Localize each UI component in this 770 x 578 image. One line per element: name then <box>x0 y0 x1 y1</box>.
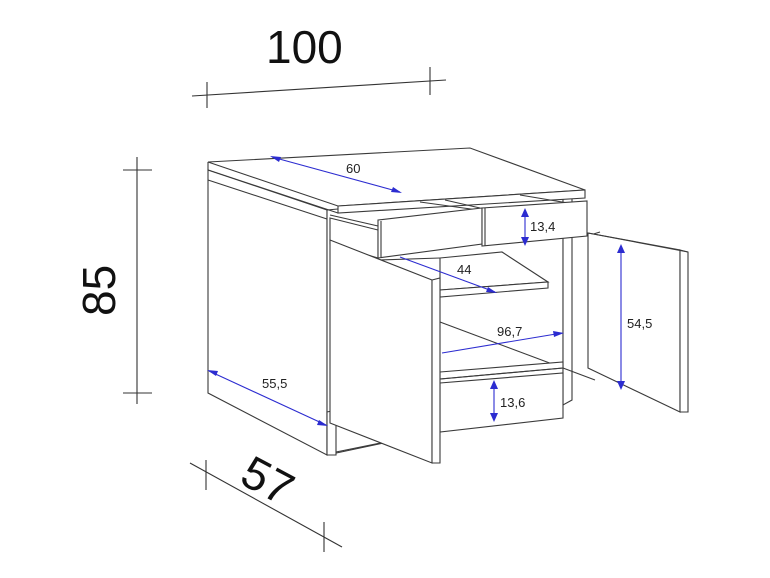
drawer-height-label: 13,4 <box>530 219 556 234</box>
dim-arrow-plinth-height <box>490 380 498 422</box>
shelf-depth-label: 44 <box>457 262 472 277</box>
inner-width-label: 96,7 <box>497 324 523 339</box>
door-left <box>329 239 441 464</box>
door-right <box>587 232 689 413</box>
dim-arrow-inner-width <box>441 331 564 354</box>
dim-arrow-door-height <box>617 244 625 390</box>
dim-arrow-worktop-depth <box>270 156 402 193</box>
worktop-depth-label: 60 <box>346 161 361 176</box>
width-dimension-line <box>191 67 447 108</box>
width-label: 100 <box>266 21 343 73</box>
side-depth-label: 55,5 <box>262 376 288 391</box>
height-label: 85 <box>73 264 125 316</box>
height-dimension-line <box>123 157 152 404</box>
dim-arrow-shelf-depth <box>399 256 497 293</box>
dim-arrow-side-depth <box>207 370 328 426</box>
dim-arrow-drawer-height <box>521 208 529 246</box>
depth-dimension-line <box>189 460 343 552</box>
plinth-height-label: 13,6 <box>500 395 526 410</box>
drawer-right <box>481 200 601 247</box>
drawer-left <box>329 207 483 259</box>
shelf <box>377 251 550 298</box>
door-height-label: 54,5 <box>627 316 653 331</box>
left-side-panel <box>207 169 331 456</box>
